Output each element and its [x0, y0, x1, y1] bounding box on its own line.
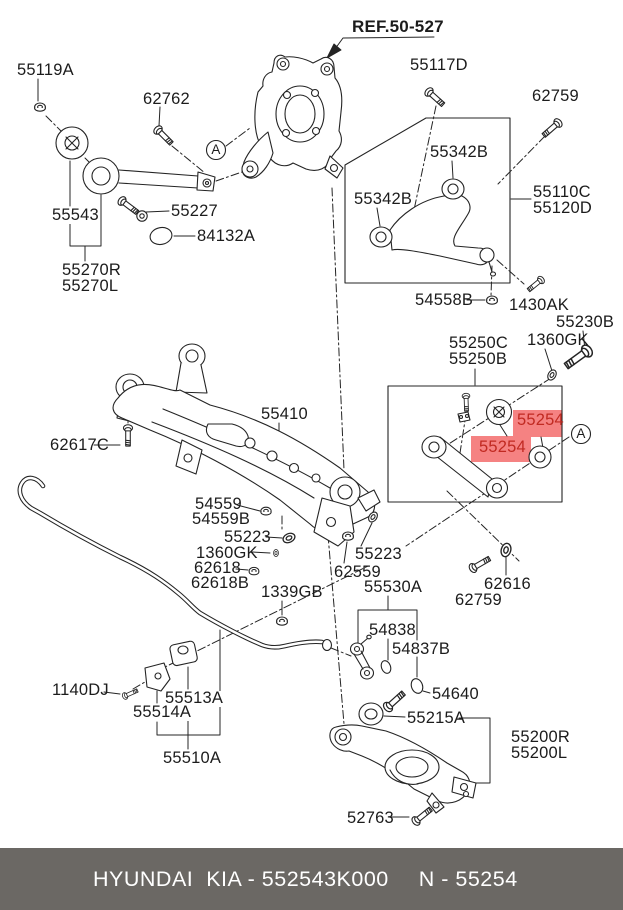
- part-label-55230b[interactable]: 55230B: [556, 313, 615, 331]
- upper-arm-box: [344, 117, 511, 284]
- part-label-55510a[interactable]: 55510A: [163, 749, 222, 767]
- part-label-1140dj[interactable]: 1140DJ: [52, 681, 109, 699]
- part-label-55215a[interactable]: 55215A: [407, 709, 466, 727]
- part-label-55543[interactable]: 55543: [51, 206, 100, 224]
- part-label-55117d[interactable]: 55117D: [410, 56, 468, 74]
- grommet-54838: [380, 660, 392, 674]
- part-label-54837b[interactable]: 54837B: [392, 640, 451, 658]
- part-label-52763[interactable]: 52763: [347, 809, 394, 827]
- label-layer: REF.50-527 55119A 62762 55117D 62759 55342B 55…: [17, 17, 615, 827]
- part-label-55342b-left[interactable]: 55342B: [354, 190, 413, 208]
- a-marker-circle-side: [570, 423, 592, 445]
- part-label-55250c-b[interactable]: 55250C 55250B: [449, 334, 508, 368]
- marker-a-top: A: [211, 142, 221, 157]
- part-label-55513a[interactable]: 55513A: [164, 689, 225, 707]
- part-label-62616[interactable]: 62616: [484, 575, 531, 593]
- part-label-55410[interactable]: 55410: [261, 405, 308, 423]
- part-label-1339gb[interactable]: 1339GB: [261, 583, 323, 601]
- part-label-54838[interactable]: 54838: [369, 621, 416, 639]
- part-label-55227[interactable]: 55227: [171, 202, 218, 220]
- part-label-55200r-l[interactable]: 55200R 55200L: [511, 728, 570, 762]
- a-marker-circle-top: [205, 139, 227, 161]
- part-label-55514a[interactable]: 55514A: [132, 703, 193, 721]
- part-label-ref-50-527[interactable]: REF.50-527: [352, 17, 444, 36]
- assembly-boxes: [344, 117, 563, 503]
- part-label-54559b[interactable]: 54559B: [192, 510, 251, 528]
- part-label-54640[interactable]: 54640: [432, 685, 479, 703]
- part-label-62618[interactable]: 62618: [194, 559, 241, 577]
- cap-84132a: [149, 226, 173, 246]
- part-label-62759-top[interactable]: 62759: [532, 87, 579, 105]
- footer-bar: HYUNDAI KIA - 552543K000 N - 55254: [0, 848, 623, 910]
- trailing-arm-assembly: [34, 102, 216, 246]
- part-label-84132a[interactable]: 84132A: [197, 227, 256, 245]
- a-markers: [205, 139, 592, 445]
- part-label-55119a[interactable]: 55119A: [17, 61, 74, 79]
- part-label-55530a[interactable]: 55530A: [364, 578, 423, 596]
- lower-arm-assembly: [329, 688, 477, 828]
- footer-part-code: HYUNDAI KIA - 552543K000: [93, 866, 389, 891]
- part-label-54559[interactable]: 54559: [195, 495, 242, 513]
- footer-part-number: N - 55254: [418, 866, 518, 891]
- parts-diagram-art: [17, 36, 596, 828]
- part-label-62759-bottom[interactable]: 62759: [455, 591, 502, 609]
- part-label-55223-left[interactable]: 55223: [224, 528, 271, 546]
- grommet-54837b: [410, 678, 424, 694]
- part-label-62762[interactable]: 62762: [143, 90, 190, 108]
- part-label-55254-upper[interactable]: 55254: [517, 411, 564, 429]
- highlight-55254[interactable]: [471, 410, 562, 462]
- assist-arm-assembly: [421, 392, 552, 499]
- part-label-62559[interactable]: 62559: [334, 563, 381, 581]
- subframe-crossmember: [112, 343, 381, 576]
- part-label-1360gk-left[interactable]: 1360GK: [196, 544, 258, 562]
- part-label-55223-right[interactable]: 55223: [355, 545, 402, 563]
- marker-a-side: A: [576, 426, 586, 441]
- part-label-1430ak[interactable]: 1430AK: [509, 296, 569, 314]
- upper-arm-assembly: [369, 85, 596, 383]
- part-label-62617c[interactable]: 62617C: [50, 436, 109, 454]
- part-label-1360gk-right[interactable]: 1360GK: [527, 331, 589, 349]
- part-label-55110c-55120d[interactable]: 55110C 55120D: [533, 183, 592, 217]
- part-label-55270r-l[interactable]: 55270R 55270L: [62, 261, 121, 295]
- part-label-55254-lower[interactable]: 55254: [479, 438, 526, 456]
- part-label-62618b[interactable]: 62618B: [191, 574, 250, 592]
- part-label-55342b-right[interactable]: 55342B: [430, 143, 489, 161]
- leader-lines: [37, 36, 586, 818]
- stabilizer-bar-assembly: [17, 475, 424, 701]
- assist-arm-box: [387, 385, 563, 503]
- part-label-54558b[interactable]: 54558B: [415, 291, 474, 309]
- rear-knuckle: [241, 54, 344, 179]
